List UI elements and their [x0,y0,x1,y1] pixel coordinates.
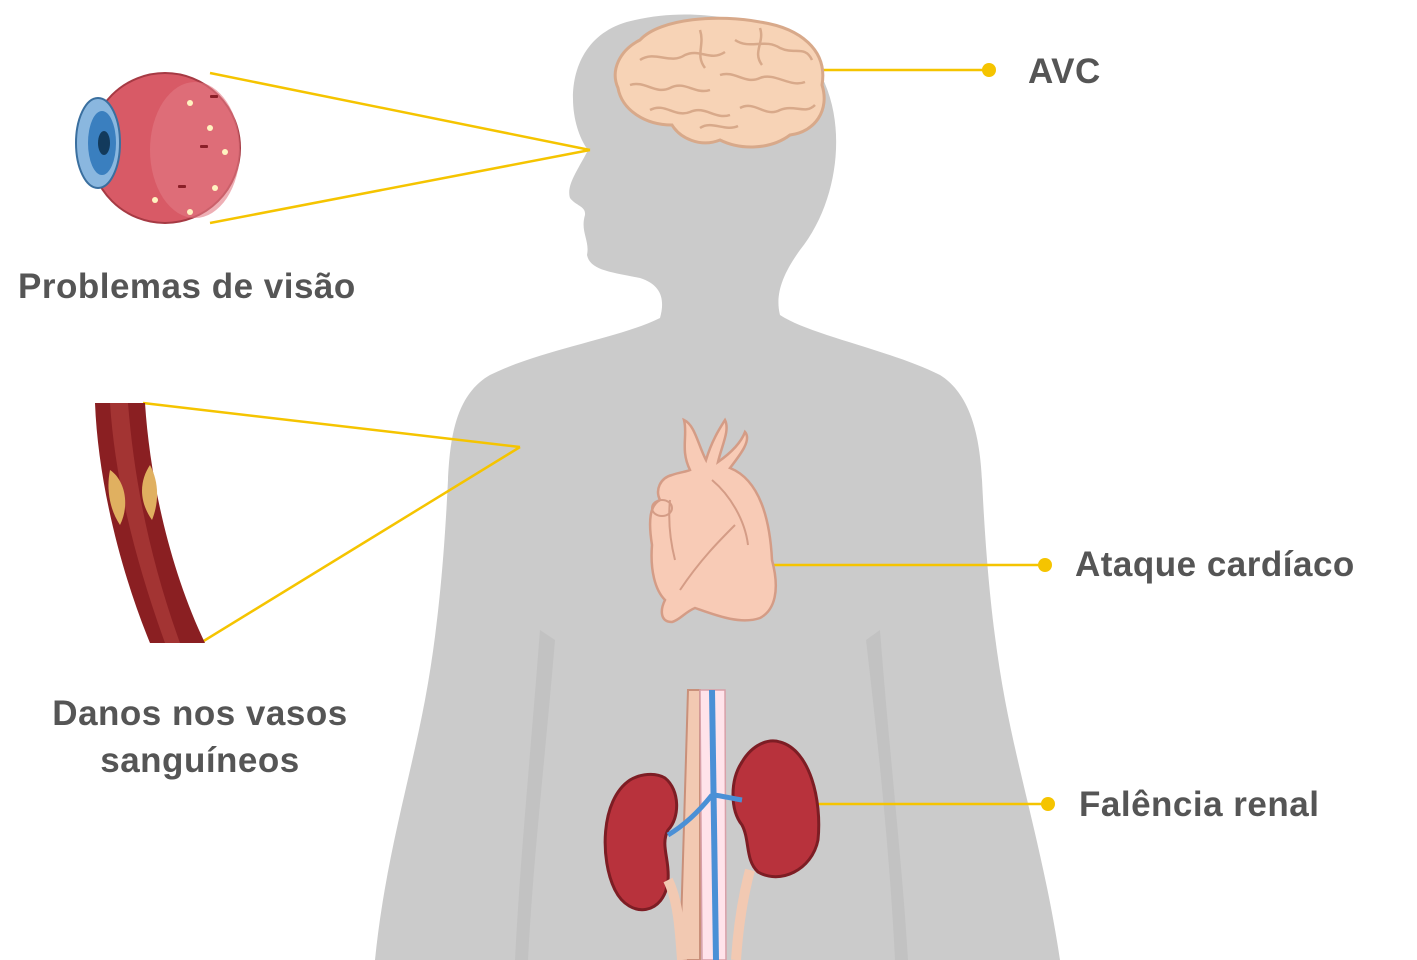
dot-stroke [982,63,996,77]
label-heart-attack: Ataque cardíaco [1075,545,1355,585]
label-vision-problems: Problemas de visão [18,267,356,307]
leader-line-eye-top [210,73,590,150]
label-vessel-damage: Danos nos vasos sanguíneos [0,690,400,784]
eye-icon [76,73,240,223]
label-vessel-damage-line1: Danos nos vasos [0,690,400,737]
label-vessel-damage-line2: sanguíneos [0,737,400,784]
blood-vessel-icon [95,403,205,643]
label-stroke: AVC [1028,52,1101,92]
dot-kidney [1041,797,1055,811]
dot-heart [1038,558,1052,572]
leader-line-eye-bottom [210,150,590,223]
label-kidney-failure: Falência renal [1079,785,1319,825]
